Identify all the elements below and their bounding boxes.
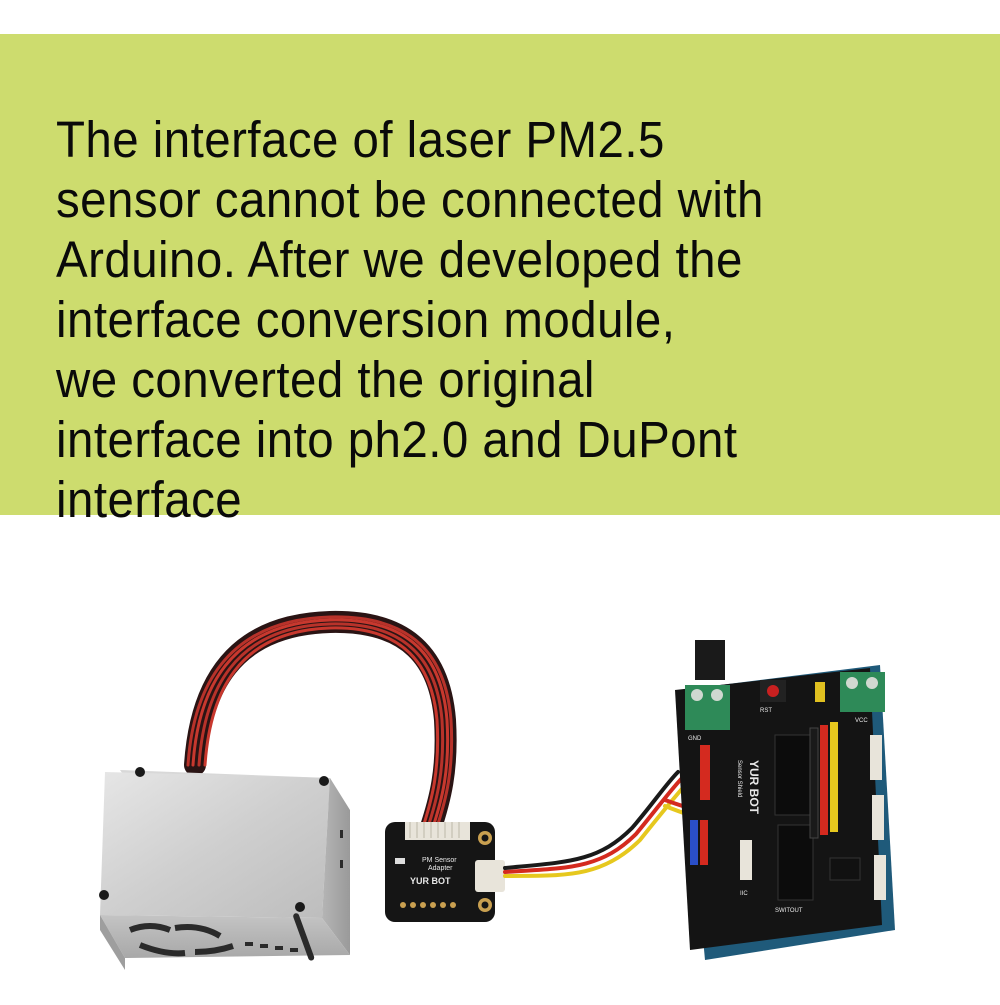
- gnd-label: GND: [688, 736, 702, 742]
- iic-label: IIC: [740, 891, 748, 897]
- shield-brand: YUR BOT: [747, 760, 761, 815]
- title-banner: The interface of laser PM2.5 sensor cann…: [0, 34, 1000, 528]
- switout-label: SWITOUT: [775, 908, 803, 914]
- adapter-title-1: PM Sensor: [422, 857, 457, 864]
- banner-line: we converted the original: [56, 351, 595, 408]
- vcc-label: VCC: [855, 718, 868, 724]
- sensor-shield: RST GND VCC YUR BOT Sensor Shield SWITOU…: [675, 640, 895, 960]
- banner-line: Arduino. After we developed the: [56, 231, 743, 288]
- shield-subtitle: Sensor Shield: [736, 760, 742, 797]
- adapter-brand: YUR BOT: [410, 876, 451, 886]
- adapter-title-2: Adapter: [428, 865, 453, 872]
- banner-text: The interface of laser PM2.5 sensor cann…: [56, 110, 912, 530]
- adapter-board: PM Sensor Adapter YUR BOT: [385, 822, 505, 922]
- banner-line: interface into ph2.0 and DuPont: [56, 411, 738, 468]
- banner-line: The interface of laser PM2.5: [56, 111, 665, 168]
- product-photo: PM Sensor Adapter YUR BOT: [0, 515, 1000, 1000]
- banner-line: interface conversion module,: [56, 291, 676, 348]
- pm25-sensor: [99, 767, 350, 970]
- banner-line: interface: [56, 471, 243, 528]
- rst-label: RST: [760, 708, 772, 714]
- banner-line: sensor cannot be connected with: [56, 171, 764, 228]
- ribbon-cable: [184, 610, 457, 841]
